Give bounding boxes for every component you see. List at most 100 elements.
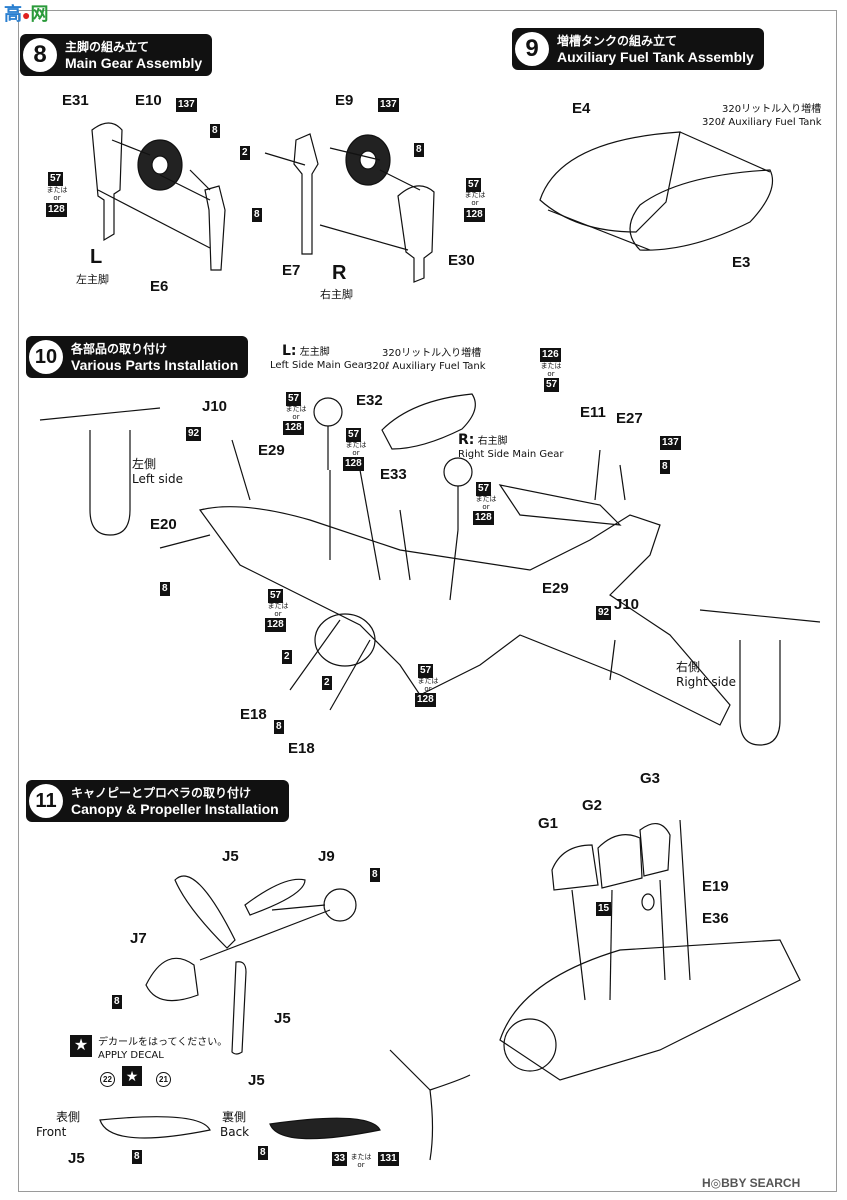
canopy-g1 <box>551 844 599 891</box>
color-code: 128 <box>415 693 436 707</box>
part-label: G2 <box>582 797 603 814</box>
right-side-jp: 右側 <box>676 660 701 674</box>
step-number: 8 <box>23 38 57 72</box>
blade-front <box>99 1116 211 1139</box>
color-code: 8 <box>210 124 220 138</box>
color-code: 8 <box>252 208 262 222</box>
tank-half-e3 <box>629 169 774 251</box>
tank-half-e4 <box>539 131 681 233</box>
left-gear-note-en: Left Side Main Gear <box>270 360 368 371</box>
gear-door-e31 <box>91 122 123 242</box>
page-frame <box>18 10 837 1192</box>
color-code: 57 <box>418 664 434 678</box>
tank-note-jp: 320リットル入り増槽 <box>722 104 822 115</box>
color-code: 8 <box>112 995 122 1009</box>
right-gear-note-en: Right Side Main Gear <box>458 449 564 460</box>
back-jp: 裏側 <box>222 1110 247 1124</box>
color-code: 2 <box>282 650 292 664</box>
canopy-g2 <box>597 834 643 889</box>
decal-note-jp: デカールをはってください。 <box>98 1037 228 1048</box>
color-code: 128 <box>265 618 286 632</box>
part-label: E19 <box>702 878 729 895</box>
part-label: J7 <box>130 930 147 947</box>
color-code: 128 <box>343 457 364 471</box>
blade-back <box>269 1117 381 1140</box>
installed-prop-blade-1 <box>389 1049 431 1091</box>
color-code: 8 <box>414 143 424 157</box>
part-label: E36 <box>702 910 729 927</box>
part-label: J10 <box>202 398 228 415</box>
decal-star-icon: ★ <box>70 1035 92 1057</box>
color-code: 137 <box>378 98 399 112</box>
step-title-en: Main Gear Assembly <box>65 55 203 71</box>
left-main-gear <box>313 397 343 427</box>
color-code: 57 <box>48 172 64 186</box>
color-code: 57 <box>268 589 284 603</box>
step-number: 11 <box>29 784 63 818</box>
part-label: E7 <box>282 262 301 279</box>
front-en: Front <box>36 1125 67 1139</box>
logo-site: 网 <box>30 4 49 24</box>
right-main-gear <box>443 457 473 487</box>
logo-char: 高 <box>4 4 22 24</box>
tank-note-en: 320ℓ Auxiliary Fuel Tank <box>702 117 822 128</box>
part-label: E29 <box>258 442 285 459</box>
decal-note-en: APPLY DECAL <box>98 1050 164 1061</box>
strut-e6 <box>204 185 226 271</box>
installed-prop-blade-3 <box>429 1089 434 1161</box>
color-code: 8 <box>258 1146 268 1160</box>
color-code: 128 <box>283 421 304 435</box>
decal-star-icon: ★ <box>122 1066 142 1086</box>
part-label: E30 <box>448 252 475 269</box>
color-code: 57 <box>286 392 302 406</box>
part-label: J10 <box>614 596 640 613</box>
strut-e7 <box>293 133 319 255</box>
canopy-g3 <box>639 823 671 877</box>
right-gear-note: R: 右主脚 <box>458 432 508 448</box>
installed-prop-blade-2 <box>429 1074 471 1091</box>
step-number: 10 <box>29 340 63 374</box>
part-label: E31 <box>62 92 89 109</box>
step-8-header: 8 主脚の組み立て Main Gear Assembly <box>20 34 213 76</box>
color-code: 8 <box>370 868 380 882</box>
step-11-header: 11 キャノピーとプロペラの取り付け Canopy & Propeller In… <box>26 780 289 822</box>
fuselage-front <box>499 939 801 1081</box>
color-code: 137 <box>176 98 197 112</box>
left-side-wing <box>39 407 161 421</box>
color-code: 8 <box>160 582 170 596</box>
step-title-jp: 増槽タンクの組み立て <box>557 34 678 48</box>
tank-note-jp: 320リットル入り増槽 <box>382 348 482 359</box>
step-title-en: Canopy & Propeller Installation <box>71 801 279 817</box>
prop-blade-3 <box>231 961 247 1055</box>
color-code: 57 <box>476 482 492 496</box>
color-code: 57 <box>544 378 560 392</box>
front-jp: 表側 <box>56 1110 81 1124</box>
color-code: 131 <box>378 1152 399 1166</box>
aux-tank-installed <box>381 393 476 450</box>
right-gear-letter: R <box>332 262 347 284</box>
part-label: J9 <box>318 848 335 865</box>
part-label: E33 <box>380 466 407 483</box>
left-side-jp: 左側 <box>132 457 157 471</box>
part-label: G3 <box>640 770 661 787</box>
part-label: E6 <box>150 278 169 295</box>
left-gear-letter: L <box>90 246 103 268</box>
part-label: J5 <box>274 1010 291 1027</box>
engine-front <box>503 1018 557 1072</box>
step-title-jp: 各部品の取り付け <box>71 342 168 356</box>
color-code: 126 <box>540 348 561 362</box>
step-number: 9 <box>515 32 549 66</box>
color-code: 137 <box>660 436 681 450</box>
left-side-en: Left side <box>132 472 183 486</box>
step-9-header: 9 増槽タンクの組み立て Auxiliary Fuel Tank Assembl… <box>512 28 764 70</box>
color-code: 33 <box>332 1152 348 1166</box>
footer-brand: H◎BBY SEARCH <box>702 1176 801 1190</box>
step-10-header: 10 各部品の取り付け Various Parts Installation <box>26 336 249 378</box>
